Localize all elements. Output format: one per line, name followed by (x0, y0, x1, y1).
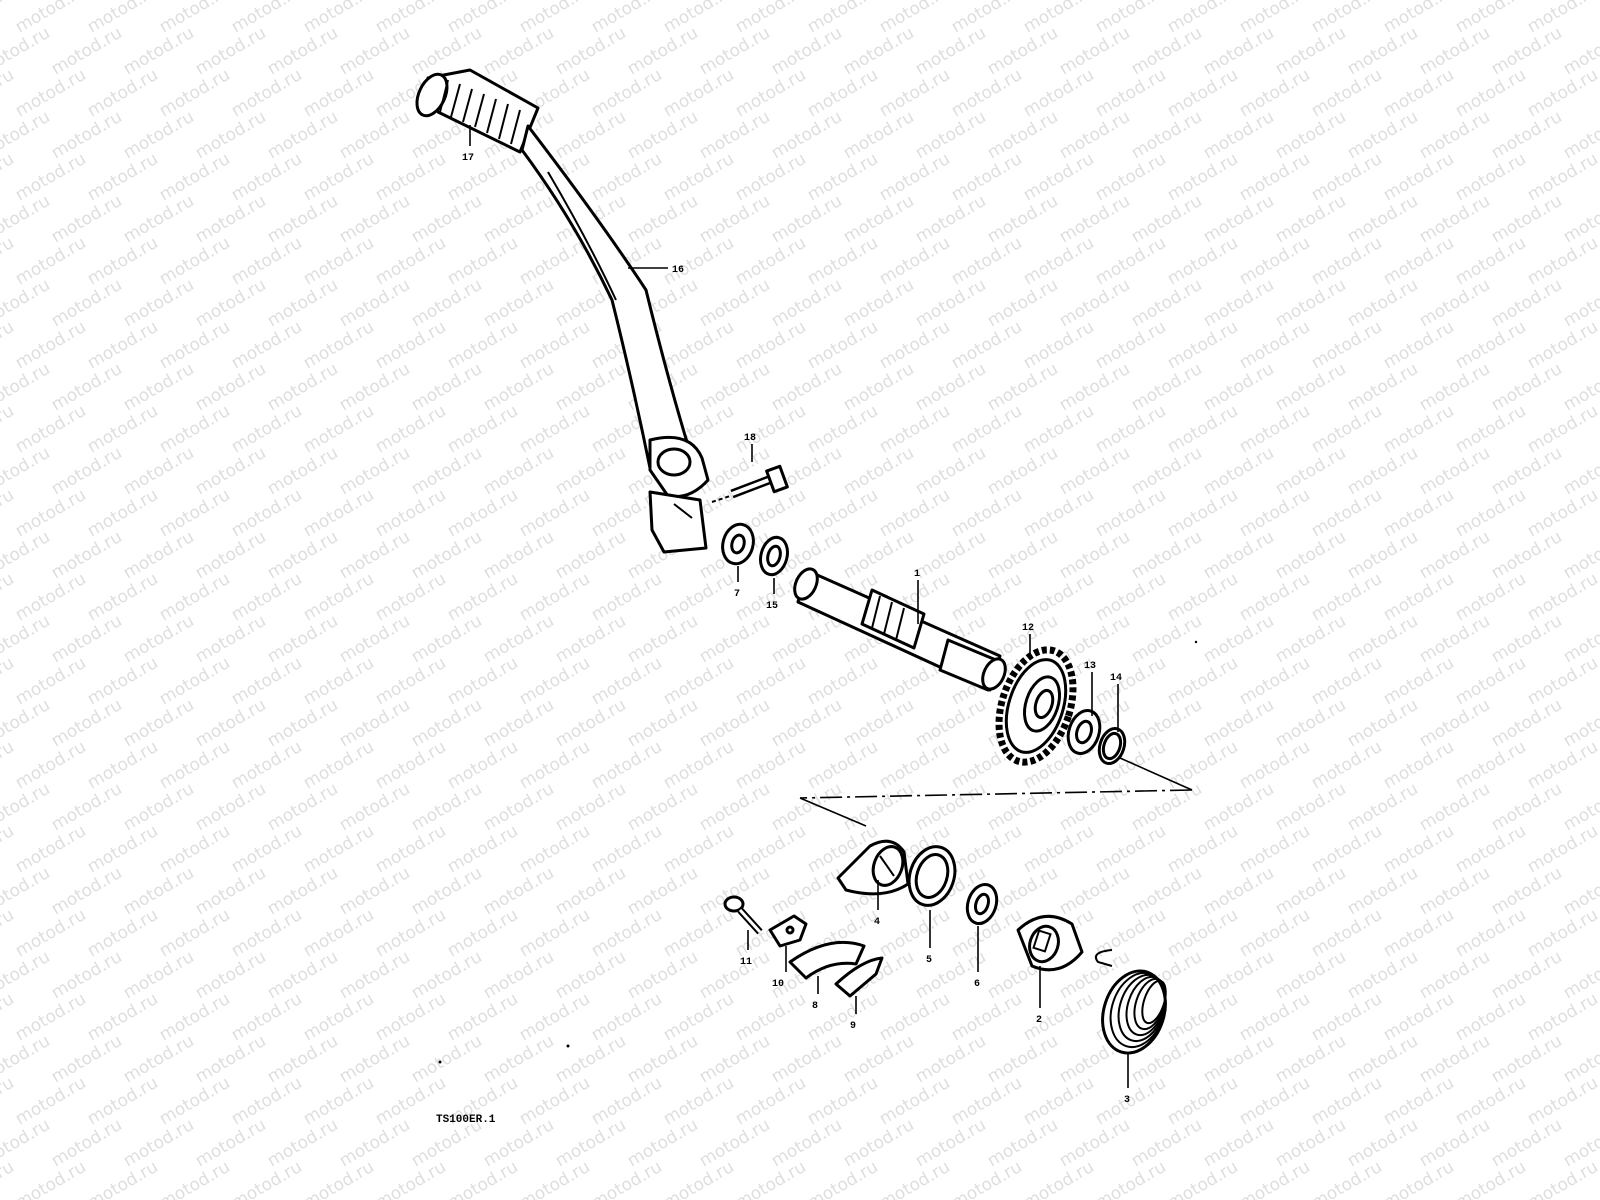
callout-12: 12 (1022, 623, 1034, 634)
callout-11: 11 (740, 957, 752, 968)
callout-9: 9 (850, 1021, 856, 1032)
callout-16: 16 (672, 265, 684, 276)
bolt (723, 895, 763, 935)
washer (759, 535, 789, 577)
callout-14: 14 (1110, 673, 1122, 684)
plate (768, 914, 808, 948)
spring-washer (907, 845, 957, 907)
kick-starter-shaft (793, 567, 1007, 692)
callout-1: 1 (914, 569, 920, 580)
thrust-washer (965, 882, 999, 926)
spring-guide (836, 839, 910, 896)
oil-seal (721, 522, 755, 566)
assembly-reference-lines (799, 757, 1193, 827)
kick-drive-gear (995, 646, 1077, 766)
kick-lever (520, 124, 710, 554)
callout-8: 8 (812, 1001, 818, 1012)
callout-15: 15 (766, 601, 778, 612)
kick-pedal-rubber (415, 68, 540, 154)
pawl-stopper (834, 956, 884, 998)
drawing-code: TS100ER.1 (436, 1114, 496, 1126)
spring-retainer (1016, 914, 1084, 972)
gear-washer (1066, 709, 1102, 755)
pinch-bolt (711, 464, 789, 503)
callout-5: 5 (926, 955, 932, 966)
callout-7: 7 (734, 589, 740, 600)
callout-10: 10 (772, 979, 784, 990)
callout-6: 6 (974, 979, 980, 990)
callout-2: 2 (1036, 1015, 1042, 1026)
callout-13: 13 (1084, 661, 1096, 672)
circlip (1097, 726, 1127, 766)
callout-17: 17 (462, 153, 474, 164)
callout-4: 4 (874, 917, 880, 928)
callout-18: 18 (744, 433, 756, 444)
pawl (788, 940, 866, 980)
callout-3: 3 (1124, 1095, 1130, 1106)
callout-labels: 17 16 18 7 15 1 12 13 14 4 5 6 2 3 11 10… (462, 153, 1130, 1106)
leader-lines (469, 125, 1129, 1088)
return-spring (1094, 949, 1167, 1055)
